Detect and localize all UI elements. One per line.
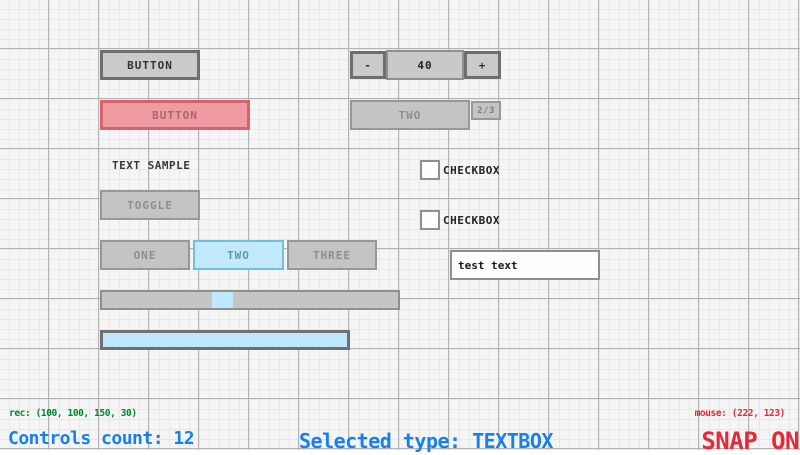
tab-one-label: ONE [133, 248, 157, 262]
progress-bar [100, 330, 350, 350]
tab-two[interactable]: TWO [193, 240, 284, 270]
plus-icon: + [478, 58, 487, 72]
slider-track[interactable] [100, 290, 400, 310]
checkbox-1[interactable] [420, 160, 440, 180]
tab-three[interactable]: THREE [287, 240, 377, 270]
stepper-value: 40 [417, 58, 433, 72]
selection-rec-readout: rec: (100, 100, 150, 30) [9, 408, 137, 419]
button-control[interactable]: BUTTON [100, 50, 200, 80]
snap-mode-indicator[interactable]: SNAP ON [701, 427, 799, 455]
checkbox-2-label: CHECKBOX [443, 214, 500, 227]
stepper-value-box[interactable]: 40 [386, 50, 464, 80]
slider-handle[interactable] [212, 292, 233, 308]
combobox-counter-label: 2/3 [477, 105, 495, 116]
controls-count-readout: Controls count: 12 [8, 428, 195, 449]
selected-type-readout: Selected type: TEXTBOX [299, 429, 553, 453]
tab-three-label: THREE [312, 248, 352, 262]
mouse-position-readout: mouse: (222, 123) [694, 408, 786, 419]
button-label: BUTTON [127, 58, 173, 72]
stepper-decrement-button[interactable]: - [350, 51, 386, 79]
tab-two-label: TWO [227, 248, 250, 262]
checkbox-1-label: CHECKBOX [443, 164, 500, 177]
selected-button-label: BUTTON [152, 108, 198, 122]
tab-one[interactable]: ONE [100, 240, 190, 270]
checkbox-2[interactable] [420, 210, 440, 230]
toggle-label: TOGGLE [127, 198, 173, 212]
combobox-control[interactable]: TWO [350, 100, 470, 130]
combobox-selected-label: TWO [398, 108, 422, 122]
text-sample-label: TEXT SAMPLE [112, 159, 191, 172]
selected-button-control[interactable]: BUTTON [100, 100, 250, 130]
combobox-counter-button[interactable]: 2/3 [471, 101, 501, 120]
textbox-input[interactable] [450, 250, 600, 280]
toggle-control[interactable]: TOGGLE [100, 190, 200, 220]
minus-icon: - [364, 58, 372, 72]
stepper-increment-button[interactable]: + [464, 51, 501, 79]
progress-bar-fill [103, 333, 347, 347]
